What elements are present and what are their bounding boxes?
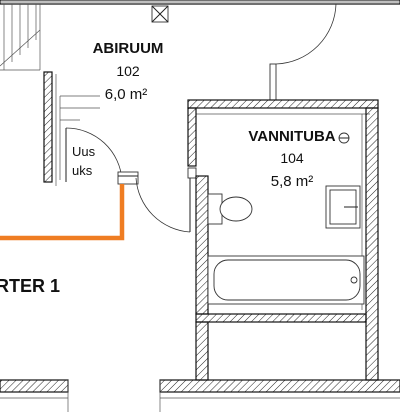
top-wall bbox=[0, 0, 400, 5]
bathroom-door-swing bbox=[135, 167, 197, 233]
door-note-line2: uks bbox=[72, 163, 93, 178]
sink bbox=[325, 185, 361, 229]
new-partition-line bbox=[0, 184, 125, 241]
door-note-line1: Uus bbox=[72, 144, 96, 159]
ceiling-light-icon bbox=[338, 132, 350, 144]
ventilation-box-icon bbox=[151, 5, 169, 23]
bathroom-walls bbox=[187, 99, 379, 381]
room-number-102: 102 bbox=[116, 63, 140, 79]
room-area-102: 6,0 m² bbox=[105, 86, 148, 103]
bathtub bbox=[207, 255, 365, 305]
door-frame bbox=[117, 171, 139, 185]
room-area-104: 5,8 m² bbox=[271, 173, 314, 190]
room-name-104: VANNITUBA bbox=[248, 128, 335, 145]
staircase bbox=[0, 4, 41, 71]
upper-door-swing bbox=[269, 3, 337, 101]
room-number-104: 104 bbox=[280, 150, 304, 166]
apartment-label: RTER 1 bbox=[0, 276, 60, 296]
new-door-swing bbox=[65, 127, 123, 182]
stair-wall bbox=[43, 71, 100, 186]
room-name-102: ABIRUUM bbox=[93, 40, 164, 57]
bottom-wall bbox=[0, 379, 400, 412]
toilet bbox=[207, 193, 253, 225]
